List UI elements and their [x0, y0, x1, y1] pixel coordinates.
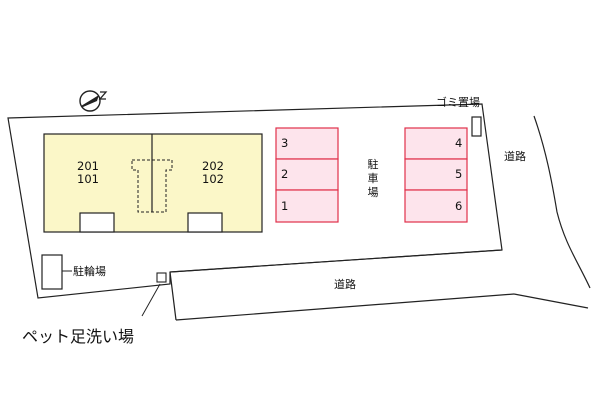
road-bottom-tail — [513, 293, 589, 309]
pet-wash-box — [156, 272, 167, 283]
parking-label-3: 場 — [368, 186, 379, 199]
road-bottom-label: 道路 — [334, 277, 356, 291]
parking-space-6 — [404, 189, 468, 223]
apartment-building: 201 101 202 102 — [43, 133, 263, 233]
parking-space-2 — [275, 158, 339, 191]
road-right-edge — [533, 115, 591, 289]
parking-space-1 — [275, 189, 339, 223]
road-bottom-end — [169, 271, 177, 321]
garbage-area-label: ゴミ置場 — [436, 95, 480, 109]
bicycle-parking-label: 駐輪場 — [73, 264, 106, 278]
parking-space-5 — [404, 158, 468, 191]
unit-202: 202 — [202, 159, 224, 173]
stair-outline — [131, 159, 173, 213]
unit-201: 201 — [77, 159, 99, 173]
road-bottom-edge-bottom — [175, 293, 515, 321]
parking-number-5: 5 — [455, 167, 462, 181]
parking-label-1: 駐 — [368, 157, 379, 171]
parking-number-1: 1 — [281, 199, 288, 213]
entrance-left — [79, 212, 115, 233]
pet-wash-label: ペット足洗い場 — [22, 327, 134, 346]
north-compass-icon — [79, 90, 108, 112]
parking-label-2: 車 — [368, 171, 379, 185]
parking-space-4 — [404, 127, 468, 160]
parking-right-column: 4 5 6 — [404, 127, 468, 223]
parking-number-3: 3 — [281, 136, 288, 150]
garbage-area-box — [471, 116, 482, 137]
unit-101: 101 — [77, 172, 99, 186]
road-bottom-edge-top — [169, 249, 503, 273]
bicycle-parking-box — [41, 254, 63, 290]
parking-left-column: 3 2 1 — [275, 127, 339, 223]
pet-wash-leader — [141, 283, 161, 317]
parking-number-4: 4 — [455, 136, 462, 150]
parking-number-6: 6 — [455, 199, 462, 213]
entrance-right — [187, 212, 223, 233]
road-right-label: 道路 — [504, 149, 526, 163]
unit-102: 102 — [202, 172, 224, 186]
parking-number-2: 2 — [281, 167, 288, 181]
parking-space-3 — [275, 127, 339, 160]
